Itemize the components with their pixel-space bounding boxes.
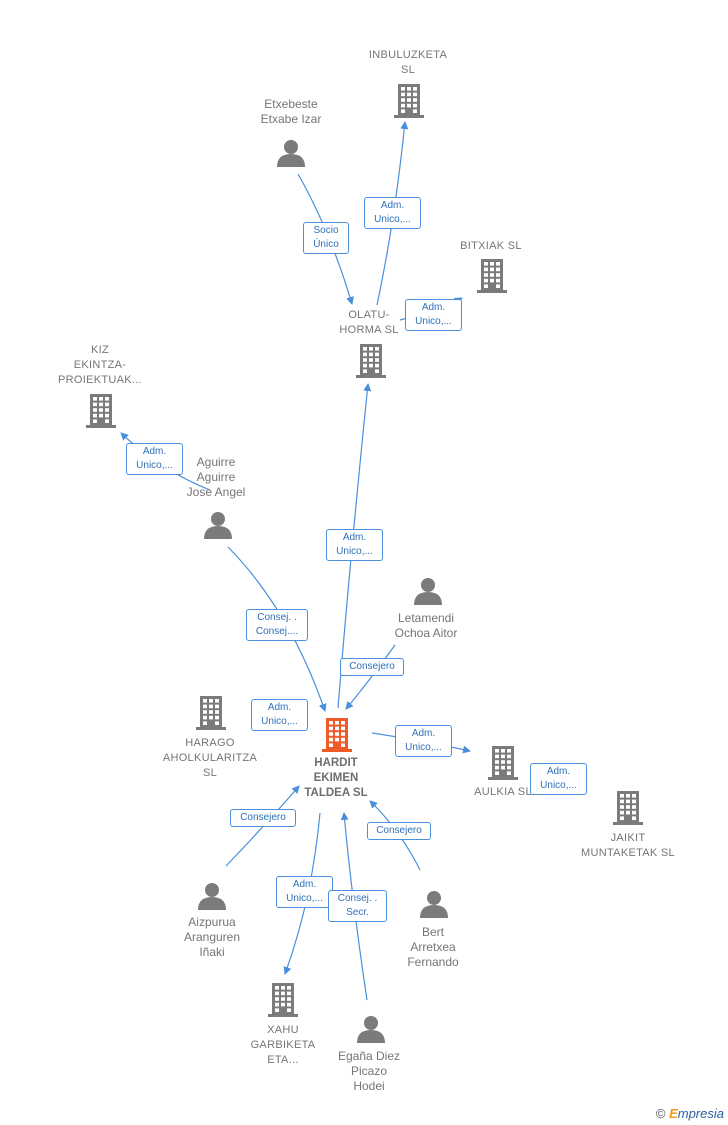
- edge-label-adm-inbuluzketa[interactable]: Adm.Unico,...: [364, 197, 421, 229]
- edge-label-adm-aulkia[interactable]: Adm.Unico,...: [395, 725, 452, 757]
- jaikit-building-icon[interactable]: [613, 791, 643, 825]
- aguirre-person-icon[interactable]: [204, 512, 232, 539]
- edge-label-consej-egana[interactable]: Consej. .Secr.: [328, 890, 387, 922]
- edge-label-consejero-letamendi[interactable]: Consejero: [340, 658, 404, 676]
- aizpurua-person-icon[interactable]: [198, 883, 226, 910]
- edge-label-adm-xahu[interactable]: Adm.Unico,...: [276, 876, 333, 908]
- company-label-aulkia[interactable]: AULKIA SL: [474, 786, 532, 798]
- edge-label-adm-bitxiak[interactable]: Adm.Unico,...: [405, 299, 462, 331]
- copyright-icon: ©: [655, 1106, 666, 1121]
- company-label-olatu[interactable]: OLATU-HORMA SL: [339, 309, 399, 336]
- olatu-horma-building-icon[interactable]: [356, 344, 386, 378]
- kiz-building-icon[interactable]: [86, 394, 116, 428]
- edge-label-adm-jaikit[interactable]: Adm.Unico,...: [530, 763, 587, 795]
- center-company-building-icon[interactable]: [322, 718, 352, 752]
- edge-letamendi-center: [345, 644, 396, 710]
- xahu-building-icon[interactable]: [268, 983, 298, 1017]
- etxebeste-person-icon[interactable]: [277, 140, 305, 167]
- egana-person-icon[interactable]: [357, 1016, 385, 1043]
- edge-label-adm-harago[interactable]: Adm.Unico,...: [251, 699, 308, 731]
- edge-label-adm-olatu[interactable]: Adm.Unico,...: [326, 529, 383, 561]
- bert-person-icon[interactable]: [420, 891, 448, 918]
- letamendi-person-icon[interactable]: [414, 578, 442, 605]
- brand-logo-initial: E: [669, 1106, 678, 1121]
- edge-label-consej-aguirre[interactable]: Consej. .Consej....: [246, 609, 308, 641]
- company-label-bitxiak[interactable]: BITXIAK SL: [460, 240, 522, 252]
- aulkia-building-icon[interactable]: [488, 746, 518, 780]
- edge-label-adm-kiz[interactable]: Adm.Unico,...: [126, 443, 183, 475]
- edge-label-consejero-aizpurua[interactable]: Consejero: [230, 809, 296, 827]
- footer-brand: © Empresia: [656, 1106, 724, 1121]
- harago-building-icon[interactable]: [196, 696, 226, 730]
- edge-label-consejero-bert[interactable]: Consejero: [367, 822, 431, 840]
- inbuluzketa-building-icon[interactable]: [394, 84, 424, 118]
- bitxiak-building-icon[interactable]: [477, 259, 507, 293]
- brand-logo-text: mpresia: [677, 1106, 724, 1121]
